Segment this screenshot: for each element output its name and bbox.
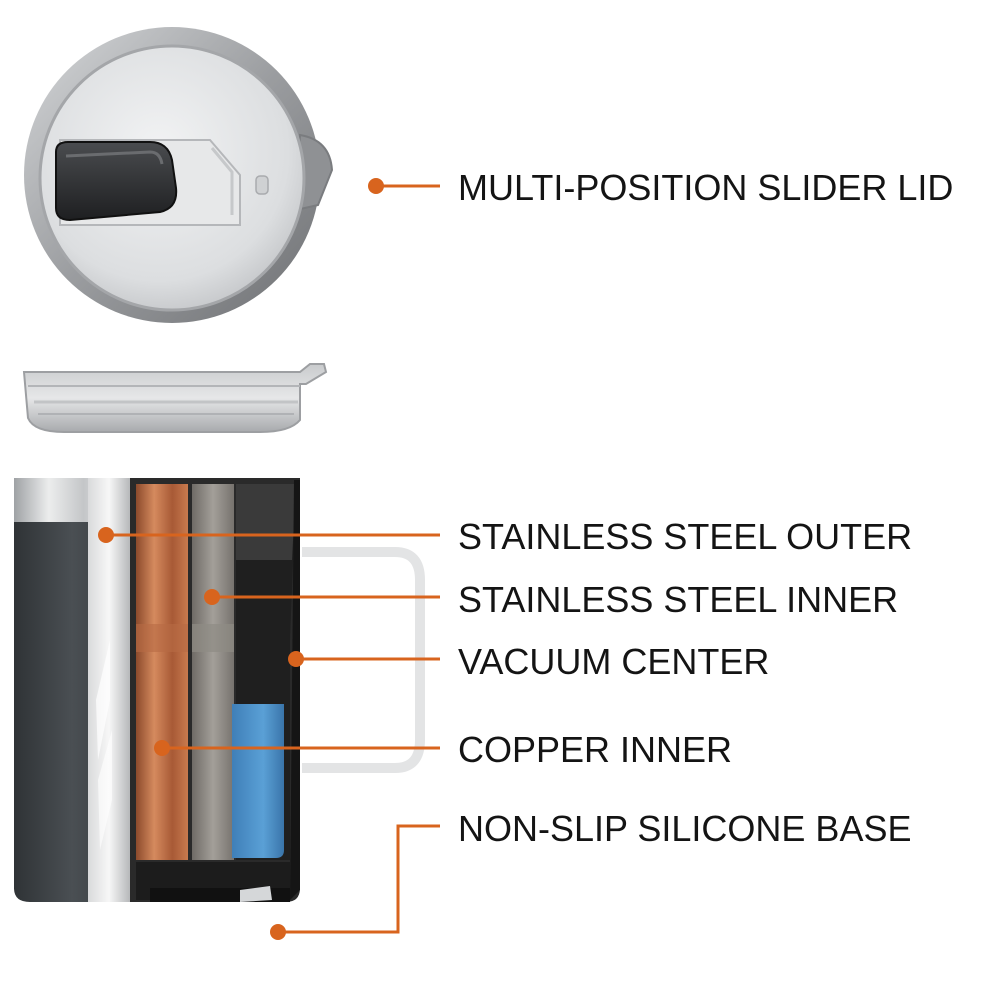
lid-side-body	[22, 363, 328, 433]
lid-vent	[255, 175, 269, 195]
label-vacuum-center: VACUUM CENTER	[458, 641, 770, 682]
slider-track-groove	[210, 147, 234, 215]
outer-edge	[290, 480, 300, 900]
label-silicone-base: NON-SLIP SILICONE BASE	[458, 808, 912, 849]
label-slider-lid: MULTI-POSITION SLIDER LID	[458, 167, 954, 208]
callout-leaders	[98, 178, 440, 940]
tumbler-cutaway	[14, 478, 425, 902]
leader-inner-dot	[204, 589, 220, 605]
leader-base-dot	[270, 924, 286, 940]
leader-vacuum-dot	[288, 651, 304, 667]
label-copper-inner: COPPER INNER	[458, 729, 733, 770]
stainless-inner-layer	[192, 484, 234, 860]
lid-inner-edge	[38, 44, 306, 312]
lid-tab	[294, 133, 334, 212]
vacuum-top-shade	[236, 484, 296, 560]
copper-band	[136, 624, 188, 652]
reflection-streak-1	[96, 640, 110, 760]
lid-top-view	[24, 27, 334, 323]
leader-base-line	[282, 824, 440, 934]
label-stainless-inner: STAINLESS STEEL INNER	[458, 579, 899, 620]
liquid	[232, 704, 284, 858]
stainless-inner-band	[192, 624, 234, 652]
lid-side-view	[22, 363, 328, 433]
label-stainless-outer: STAINLESS STEEL OUTER	[458, 516, 913, 557]
base-highlight	[240, 886, 272, 902]
slider-button	[55, 141, 178, 222]
leader-copper-dot	[154, 740, 170, 756]
leader-outer-dot	[98, 527, 114, 543]
reflection-streak-2	[98, 730, 112, 850]
slider-highlight	[65, 150, 164, 165]
leader-lid-dot	[368, 178, 384, 194]
copper-inner-layer	[136, 484, 188, 860]
